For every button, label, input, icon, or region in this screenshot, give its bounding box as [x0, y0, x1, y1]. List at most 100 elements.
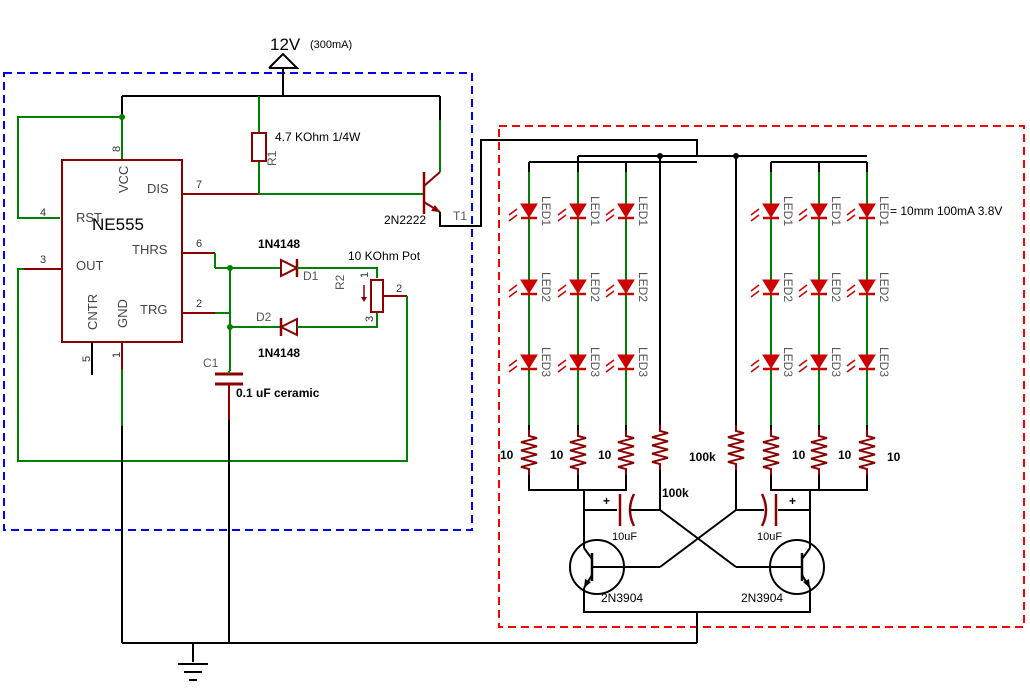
ic-pin-gnd: GND: [115, 299, 130, 328]
ic-pin-dis: DIS: [147, 181, 169, 196]
led-symbol: [762, 279, 780, 294]
led-light-arrow: [605, 208, 615, 216]
led-light-arrow: [750, 284, 760, 292]
led-light-arrow: [846, 290, 856, 298]
supply-12v: 12V (300mA): [268, 35, 352, 96]
led-light-arrow: [750, 359, 760, 367]
resistor-10-label-4: 10: [792, 448, 806, 462]
led-light-arrow: [605, 284, 615, 292]
d2-ref: D2: [256, 310, 272, 324]
led-light-arrow: [605, 290, 615, 298]
pin-number-7: 7: [196, 179, 202, 191]
cap-right-plus: +: [789, 494, 796, 508]
led-light-arrow: [605, 214, 615, 222]
d1-part: 1N4148: [258, 237, 300, 251]
capacitor-10uf-left: + 10uF: [584, 493, 660, 543]
led-light-arrow: [798, 214, 808, 222]
ic-name: NE555: [92, 215, 144, 234]
pin-number-2: 2: [196, 298, 202, 310]
led-light-arrow: [508, 290, 518, 298]
ic-pin-thrs: THRS: [132, 242, 168, 257]
r2-pin-1: 1: [359, 272, 371, 278]
led-symbol: [569, 354, 587, 369]
r2-pin-2: 2: [396, 283, 402, 295]
q-left-part: 2N3904: [601, 591, 643, 605]
led-light-arrow: [798, 290, 808, 298]
transistor-q-left: 2N3904: [569, 539, 643, 605]
led-ref-label: LED1: [781, 196, 795, 226]
led-ref-label: LED2: [539, 272, 553, 302]
led-ref-label: LED2: [877, 272, 891, 302]
ic-pin-out: OUT: [76, 258, 104, 273]
ic-pin-vcc: VCC: [116, 166, 131, 193]
led-ref-label: LED3: [829, 347, 843, 377]
led-symbol: [810, 354, 828, 369]
led-symbol: [520, 354, 538, 369]
led-ref-label: LED3: [781, 347, 795, 377]
ne555-chip: NE555 VCC DIS RST THRS OUT TRG CNTR GND …: [40, 146, 202, 362]
t1-ref: T1: [453, 209, 467, 223]
led-symbol: [762, 203, 780, 218]
led-light-arrow: [557, 214, 567, 222]
led-light-arrow: [798, 208, 808, 216]
led-flasher-section-box: [498, 125, 1025, 628]
led-symbol: [617, 354, 635, 369]
resistor-10-ohm: [617, 430, 635, 475]
led-symbol: [569, 279, 587, 294]
transistor-q-right: 2N3904: [741, 539, 825, 605]
resistor-100k: [727, 425, 745, 470]
led-ref-label: LED2: [636, 272, 650, 302]
capacitor-10uf-right: + 10uF: [736, 493, 810, 543]
pin-number-5: 5: [81, 356, 93, 362]
resistor-r1: 4.7 KOhm 1/4W R1: [251, 130, 361, 166]
led-light-arrow: [557, 284, 567, 292]
q-right-part: 2N3904: [741, 591, 783, 605]
led-symbol: [810, 279, 828, 294]
led-light-arrow: [798, 284, 808, 292]
led-symbol: [858, 354, 876, 369]
capacitor-c1: C1 0.1 uF ceramic: [203, 356, 320, 420]
led-light-arrow: [605, 359, 615, 367]
resistor-10-ohm: [762, 430, 780, 475]
resistor-10-ohm: [858, 430, 876, 475]
pin-number-1: 1: [111, 352, 123, 358]
d2-part: 1N4148: [258, 346, 300, 360]
resistor-10-label-3: 10: [598, 448, 612, 462]
pin-number-6: 6: [196, 238, 202, 250]
led-light-arrow: [798, 359, 808, 367]
led-light-arrow: [750, 214, 760, 222]
led-ref-label: LED1: [829, 196, 843, 226]
led-light-arrow: [557, 365, 567, 373]
led-ref-label: LED3: [877, 347, 891, 377]
led-light-arrow: [557, 290, 567, 298]
led-ref-label: LED2: [829, 272, 843, 302]
led-ref-label: LED2: [588, 272, 602, 302]
r2-value: 10 KOhm Pot: [348, 249, 421, 263]
led-ref-label: LED3: [636, 347, 650, 377]
resistor-10-ohm: [810, 430, 828, 475]
led-symbol: [520, 279, 538, 294]
r2-pin-3: 3: [364, 316, 376, 322]
led-light-arrow: [750, 290, 760, 298]
led-symbol: [569, 203, 587, 218]
transistor-t1: 2N2222 T1: [384, 171, 467, 227]
led-ref-label: LED1: [877, 196, 891, 226]
supply-voltage-label: 12V: [270, 35, 301, 54]
pin-number-8: 8: [111, 146, 123, 152]
c1-value: 0.1 uF ceramic: [236, 386, 320, 400]
ic-pin-trg: TRG: [140, 302, 167, 317]
resistor-10-label-2: 10: [550, 448, 564, 462]
ic-pin-rst: RST: [76, 210, 102, 225]
potentiometer-r2: 10 KOhm Pot R2 1 2 3: [333, 249, 421, 322]
resistor-10-ohm: [520, 430, 538, 475]
led-symbol: [520, 203, 538, 218]
led-light-arrow: [508, 214, 518, 222]
led-light-arrow: [508, 208, 518, 216]
led-light-arrow: [846, 365, 856, 373]
led-array: LED1LED2LED3LED1LED2LED3LED1LED2LED3LED1…: [508, 172, 891, 475]
led-light-arrow: [557, 359, 567, 367]
led-light-arrow: [846, 359, 856, 367]
led-light-arrow: [605, 365, 615, 373]
led-light-arrow: [508, 284, 518, 292]
